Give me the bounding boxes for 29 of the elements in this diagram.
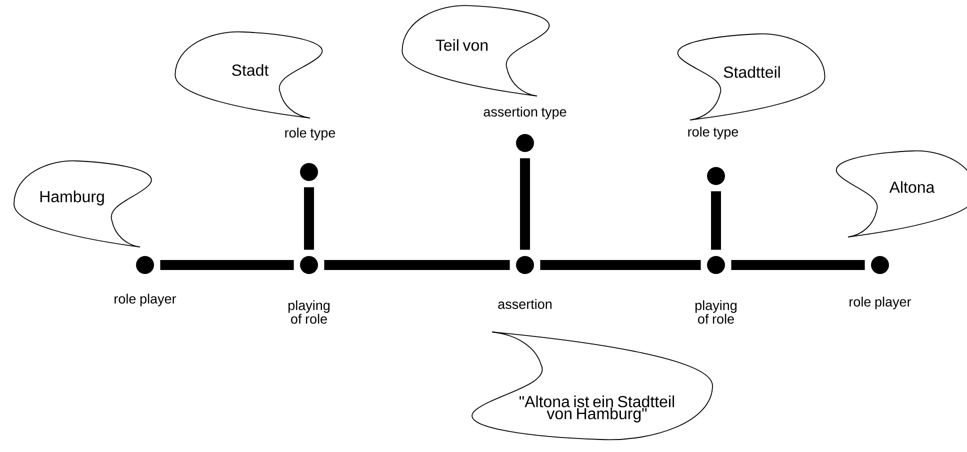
speech-bubble: Stadtteil bbox=[678, 33, 826, 120]
dot bbox=[300, 163, 318, 181]
node-label: assertion type bbox=[484, 106, 566, 120]
dot bbox=[871, 256, 889, 274]
node-label: assertion bbox=[498, 299, 552, 309]
speech-bubble: Hamburg bbox=[14, 160, 152, 248]
node-label: role type bbox=[688, 126, 738, 140]
dot bbox=[516, 134, 534, 152]
dot bbox=[300, 256, 318, 274]
dot bbox=[707, 256, 725, 274]
speech-bubble: Teil von bbox=[402, 5, 550, 96]
connector-line bbox=[160, 260, 294, 270]
connector-line bbox=[520, 158, 530, 250]
dot bbox=[707, 167, 725, 185]
speech-bubble: Altona bbox=[836, 150, 967, 238]
node-label: role player bbox=[850, 296, 912, 310]
node-label: role player bbox=[114, 294, 176, 306]
connector-line bbox=[731, 260, 865, 270]
speech-bubble: Stadt bbox=[174, 31, 322, 118]
connector-line bbox=[711, 191, 721, 250]
connector-line bbox=[304, 187, 314, 250]
speech-bubble: "Altona ist ein Stadtteil von Hamburg" bbox=[472, 332, 713, 440]
connector-line bbox=[540, 260, 701, 270]
node-label: role type bbox=[285, 128, 336, 140]
dot bbox=[136, 256, 154, 274]
connector-line bbox=[324, 260, 510, 270]
dot bbox=[516, 256, 534, 274]
node-label: playing of role bbox=[288, 300, 330, 324]
node-label: playing of role bbox=[695, 300, 736, 324]
